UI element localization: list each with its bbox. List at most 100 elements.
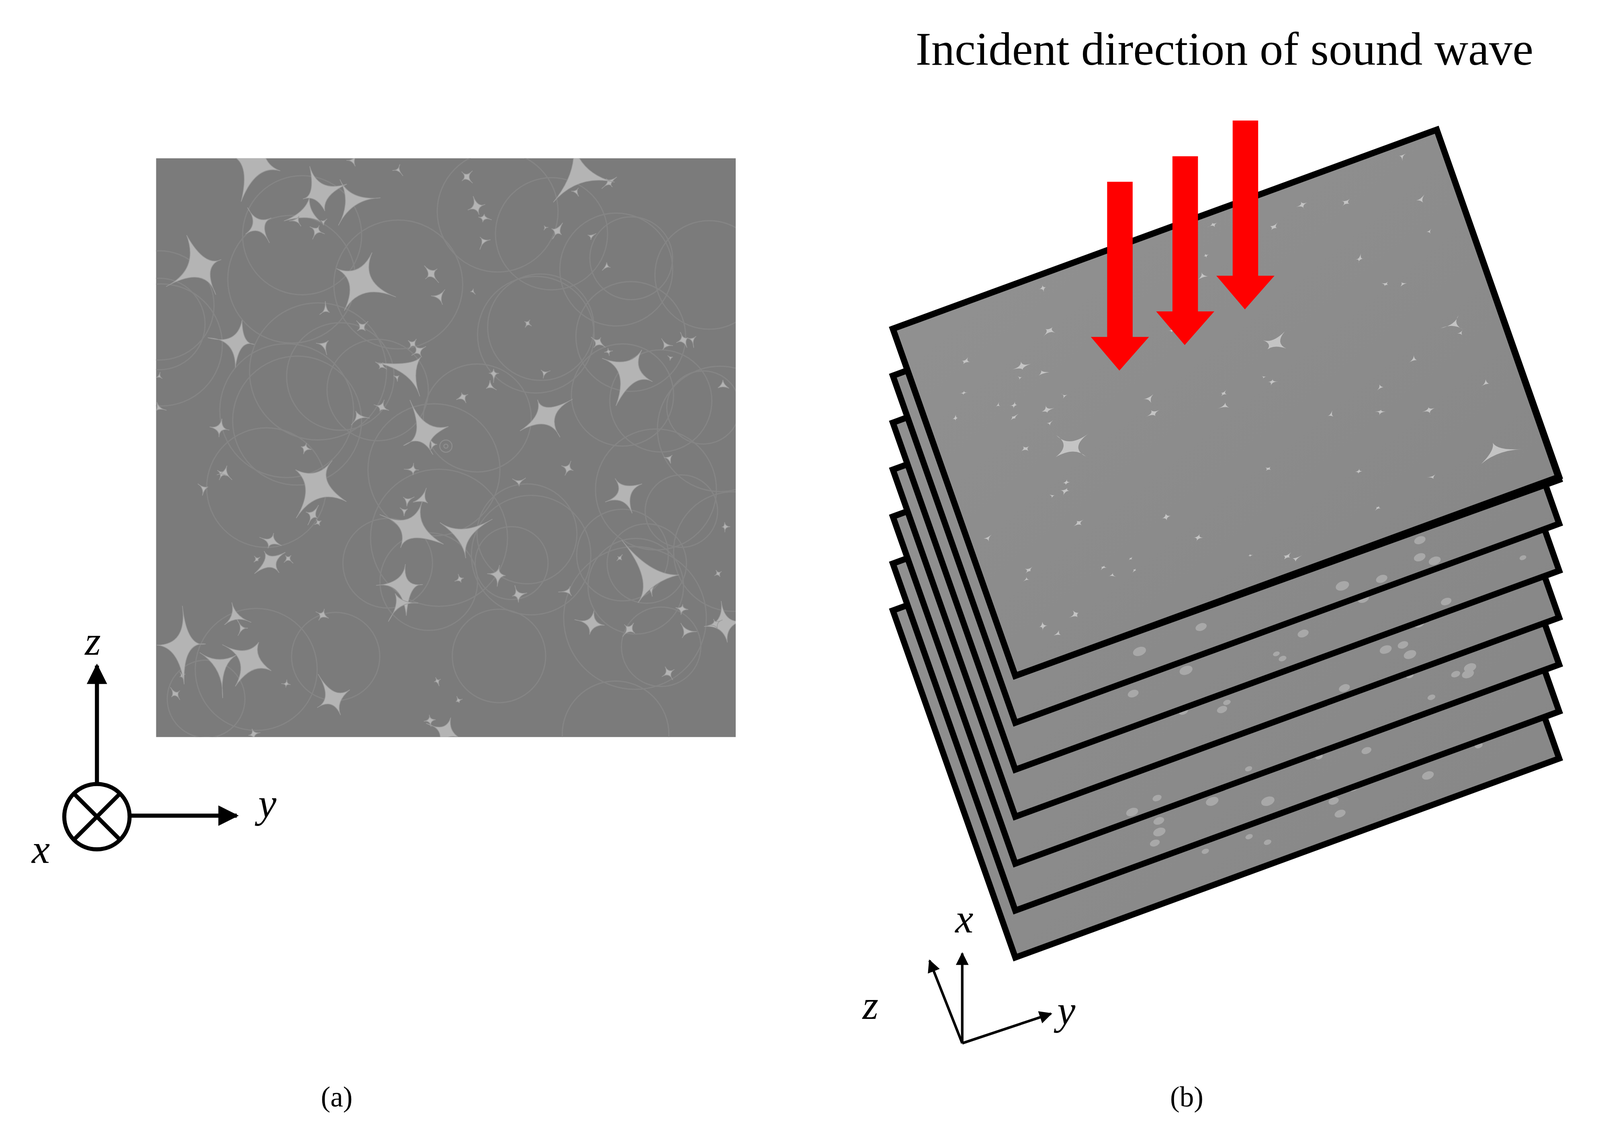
pore [199, 652, 237, 698]
pore [1206, 220, 1220, 230]
grain-boundary [562, 680, 669, 737]
pore [1296, 628, 1310, 639]
pore [1291, 554, 1304, 564]
pore [336, 252, 396, 311]
pore [1052, 630, 1061, 638]
pore [1178, 663, 1194, 677]
pore [253, 555, 261, 562]
pore [1143, 407, 1162, 420]
pore [1268, 222, 1280, 232]
pore [425, 717, 466, 737]
pore [1059, 486, 1072, 498]
pore [1151, 825, 1167, 838]
pore [392, 164, 404, 176]
pore [512, 585, 528, 603]
pore [1040, 402, 1056, 415]
pore [1264, 465, 1272, 472]
pore [676, 331, 688, 348]
pore [1126, 688, 1140, 699]
pore [1340, 197, 1352, 207]
axis-label: x [31, 828, 50, 870]
grain-boundary [423, 364, 532, 473]
pore [1142, 394, 1156, 406]
pore [1202, 251, 1211, 259]
pore [1518, 554, 1527, 561]
pore [561, 460, 574, 476]
pore [1071, 517, 1087, 528]
grain-boundary [645, 474, 718, 547]
pore [346, 158, 358, 167]
pore [621, 540, 680, 603]
pore [1099, 564, 1107, 571]
pore [1261, 373, 1269, 379]
pore [456, 695, 463, 703]
pore [1378, 643, 1394, 656]
pore [1131, 644, 1148, 658]
pore [305, 505, 319, 526]
pore [1048, 423, 1097, 467]
pore [209, 418, 230, 438]
axis-label: x [955, 898, 974, 940]
pore [1424, 228, 1433, 236]
pore [315, 340, 329, 355]
pore [1219, 389, 1228, 397]
pore [661, 338, 674, 350]
slice-stack [892, 129, 1560, 958]
pore [1412, 551, 1427, 563]
pore [667, 355, 673, 361]
pore [424, 265, 439, 283]
pore [680, 622, 697, 638]
pore [393, 375, 399, 382]
pore [591, 337, 606, 348]
pore [714, 569, 722, 577]
pore [1222, 698, 1232, 706]
panel-label: (a) [321, 1082, 353, 1111]
pore [1399, 153, 1408, 162]
pore [1262, 331, 1291, 356]
pore [237, 619, 248, 636]
grain-boundary [195, 608, 318, 731]
pore [1023, 565, 1035, 574]
pore [454, 573, 464, 583]
axis-triad [929, 953, 1052, 1043]
pore [960, 356, 971, 365]
pore [156, 605, 206, 684]
pore [376, 563, 423, 616]
grain-boundary [249, 302, 387, 440]
pore [1204, 794, 1220, 808]
pore [281, 679, 291, 688]
pore [558, 586, 572, 596]
pore [661, 666, 675, 680]
pore [1194, 621, 1208, 633]
pore [1046, 419, 1055, 427]
pore [470, 288, 476, 295]
pore [259, 532, 282, 549]
pore [571, 188, 580, 197]
pore [1066, 608, 1081, 620]
pore [1334, 579, 1351, 593]
axis-label: y [1057, 989, 1076, 1031]
pore [994, 401, 1001, 408]
pore [486, 564, 506, 587]
pore [1262, 838, 1272, 846]
pore [512, 477, 526, 487]
grain-boundary [487, 274, 595, 381]
pore [1381, 280, 1390, 288]
pore [551, 222, 563, 240]
pore [1277, 654, 1287, 663]
pore [1037, 620, 1049, 632]
pore [1426, 693, 1437, 701]
pore [1159, 511, 1175, 523]
pore [222, 642, 272, 687]
pore [433, 677, 441, 686]
pore [1427, 554, 1442, 567]
pore [1244, 765, 1253, 773]
pore [1107, 571, 1117, 580]
pore [431, 289, 446, 305]
pore [951, 413, 960, 423]
pore [1479, 378, 1490, 387]
grain-boundary [156, 283, 223, 406]
pore [1244, 832, 1254, 841]
pore [1151, 793, 1163, 803]
axis-label: z [84, 620, 101, 662]
